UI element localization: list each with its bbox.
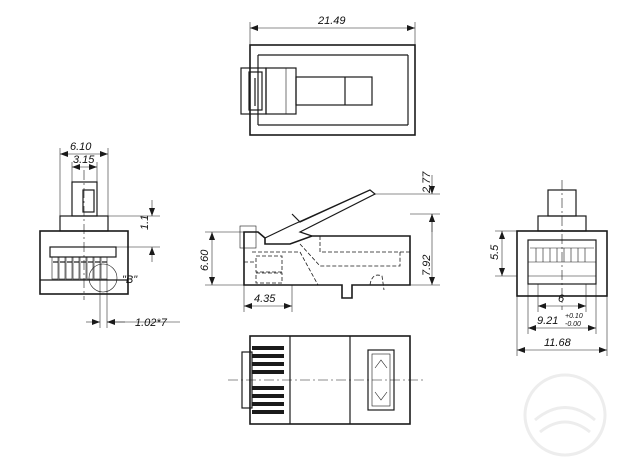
rear-view-slots	[535, 248, 586, 262]
side-view: 2.77 7.92 6.60 4.35	[199, 171, 440, 312]
dim-rear-inner-width: 6	[558, 293, 565, 305]
front-view: "B" 6.10 3.15 1.1 1.02*7	[39, 141, 180, 329]
dim-latch-height: 2.77	[421, 171, 433, 194]
dim-front-depth: 4.35	[254, 293, 276, 305]
detail-b-label: "B"	[122, 274, 138, 286]
bottom-view	[228, 335, 425, 425]
bottom-view-contacts	[252, 346, 284, 414]
dim-rear-height: 5.5	[489, 244, 501, 260]
dim-step-height: 1.1	[139, 215, 151, 230]
dim-latch-width: 3.15	[73, 154, 95, 166]
front-view-contacts	[51, 256, 108, 280]
dim-top-length: 21.49	[317, 15, 346, 27]
dim-overall-height: 7.92	[421, 255, 433, 276]
dim-rear-opening-tol-plus: +0.10	[565, 313, 583, 320]
dim-front-width: 6.10	[70, 141, 92, 153]
dim-pin-pitch: 1.02*7	[135, 317, 168, 329]
dim-body-height: 6.60	[199, 249, 211, 271]
top-view: 21.49	[240, 15, 416, 136]
watermark-logo	[523, 373, 607, 457]
dim-rear-overall-width: 11.68	[544, 337, 572, 349]
rear-view: 5.5 6 9.21 +0.10 -0.00 11.68	[489, 180, 608, 356]
dim-rear-opening-tol-minus: -0.00	[565, 321, 581, 328]
dim-rear-opening-width: 9.21	[537, 315, 558, 327]
